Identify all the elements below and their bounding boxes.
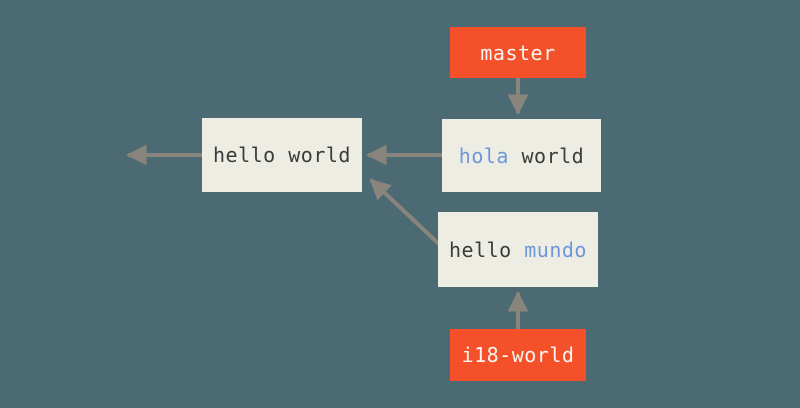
ref-label-master: master [480, 40, 556, 65]
edge-hello-mundo-to-hello-world [369, 178, 443, 248]
commit-label-hello-mundo-highlight: mundo [524, 237, 587, 262]
commit-label-hola-world-highlight: hola [458, 143, 509, 168]
commit-node-hello-mundo[interactable]: hello mundo [438, 212, 598, 287]
commit-label-hello-world: hello world [213, 143, 351, 167]
commit-label-hello-mundo: hello mundo [449, 238, 587, 262]
commit-label-hola-world: hola world [459, 144, 584, 168]
ref-node-i18-world[interactable]: i18-world [450, 329, 586, 381]
commit-label-hola-world-plain: world [508, 143, 585, 168]
commit-node-hola-world[interactable]: hola world [442, 119, 601, 192]
commit-label-hello-mundo-plain: hello [449, 237, 525, 262]
commit-node-hello-world[interactable]: hello world [202, 118, 362, 192]
ref-label-i18-world: i18-world [461, 343, 575, 367]
ref-node-master[interactable]: master [450, 27, 586, 78]
